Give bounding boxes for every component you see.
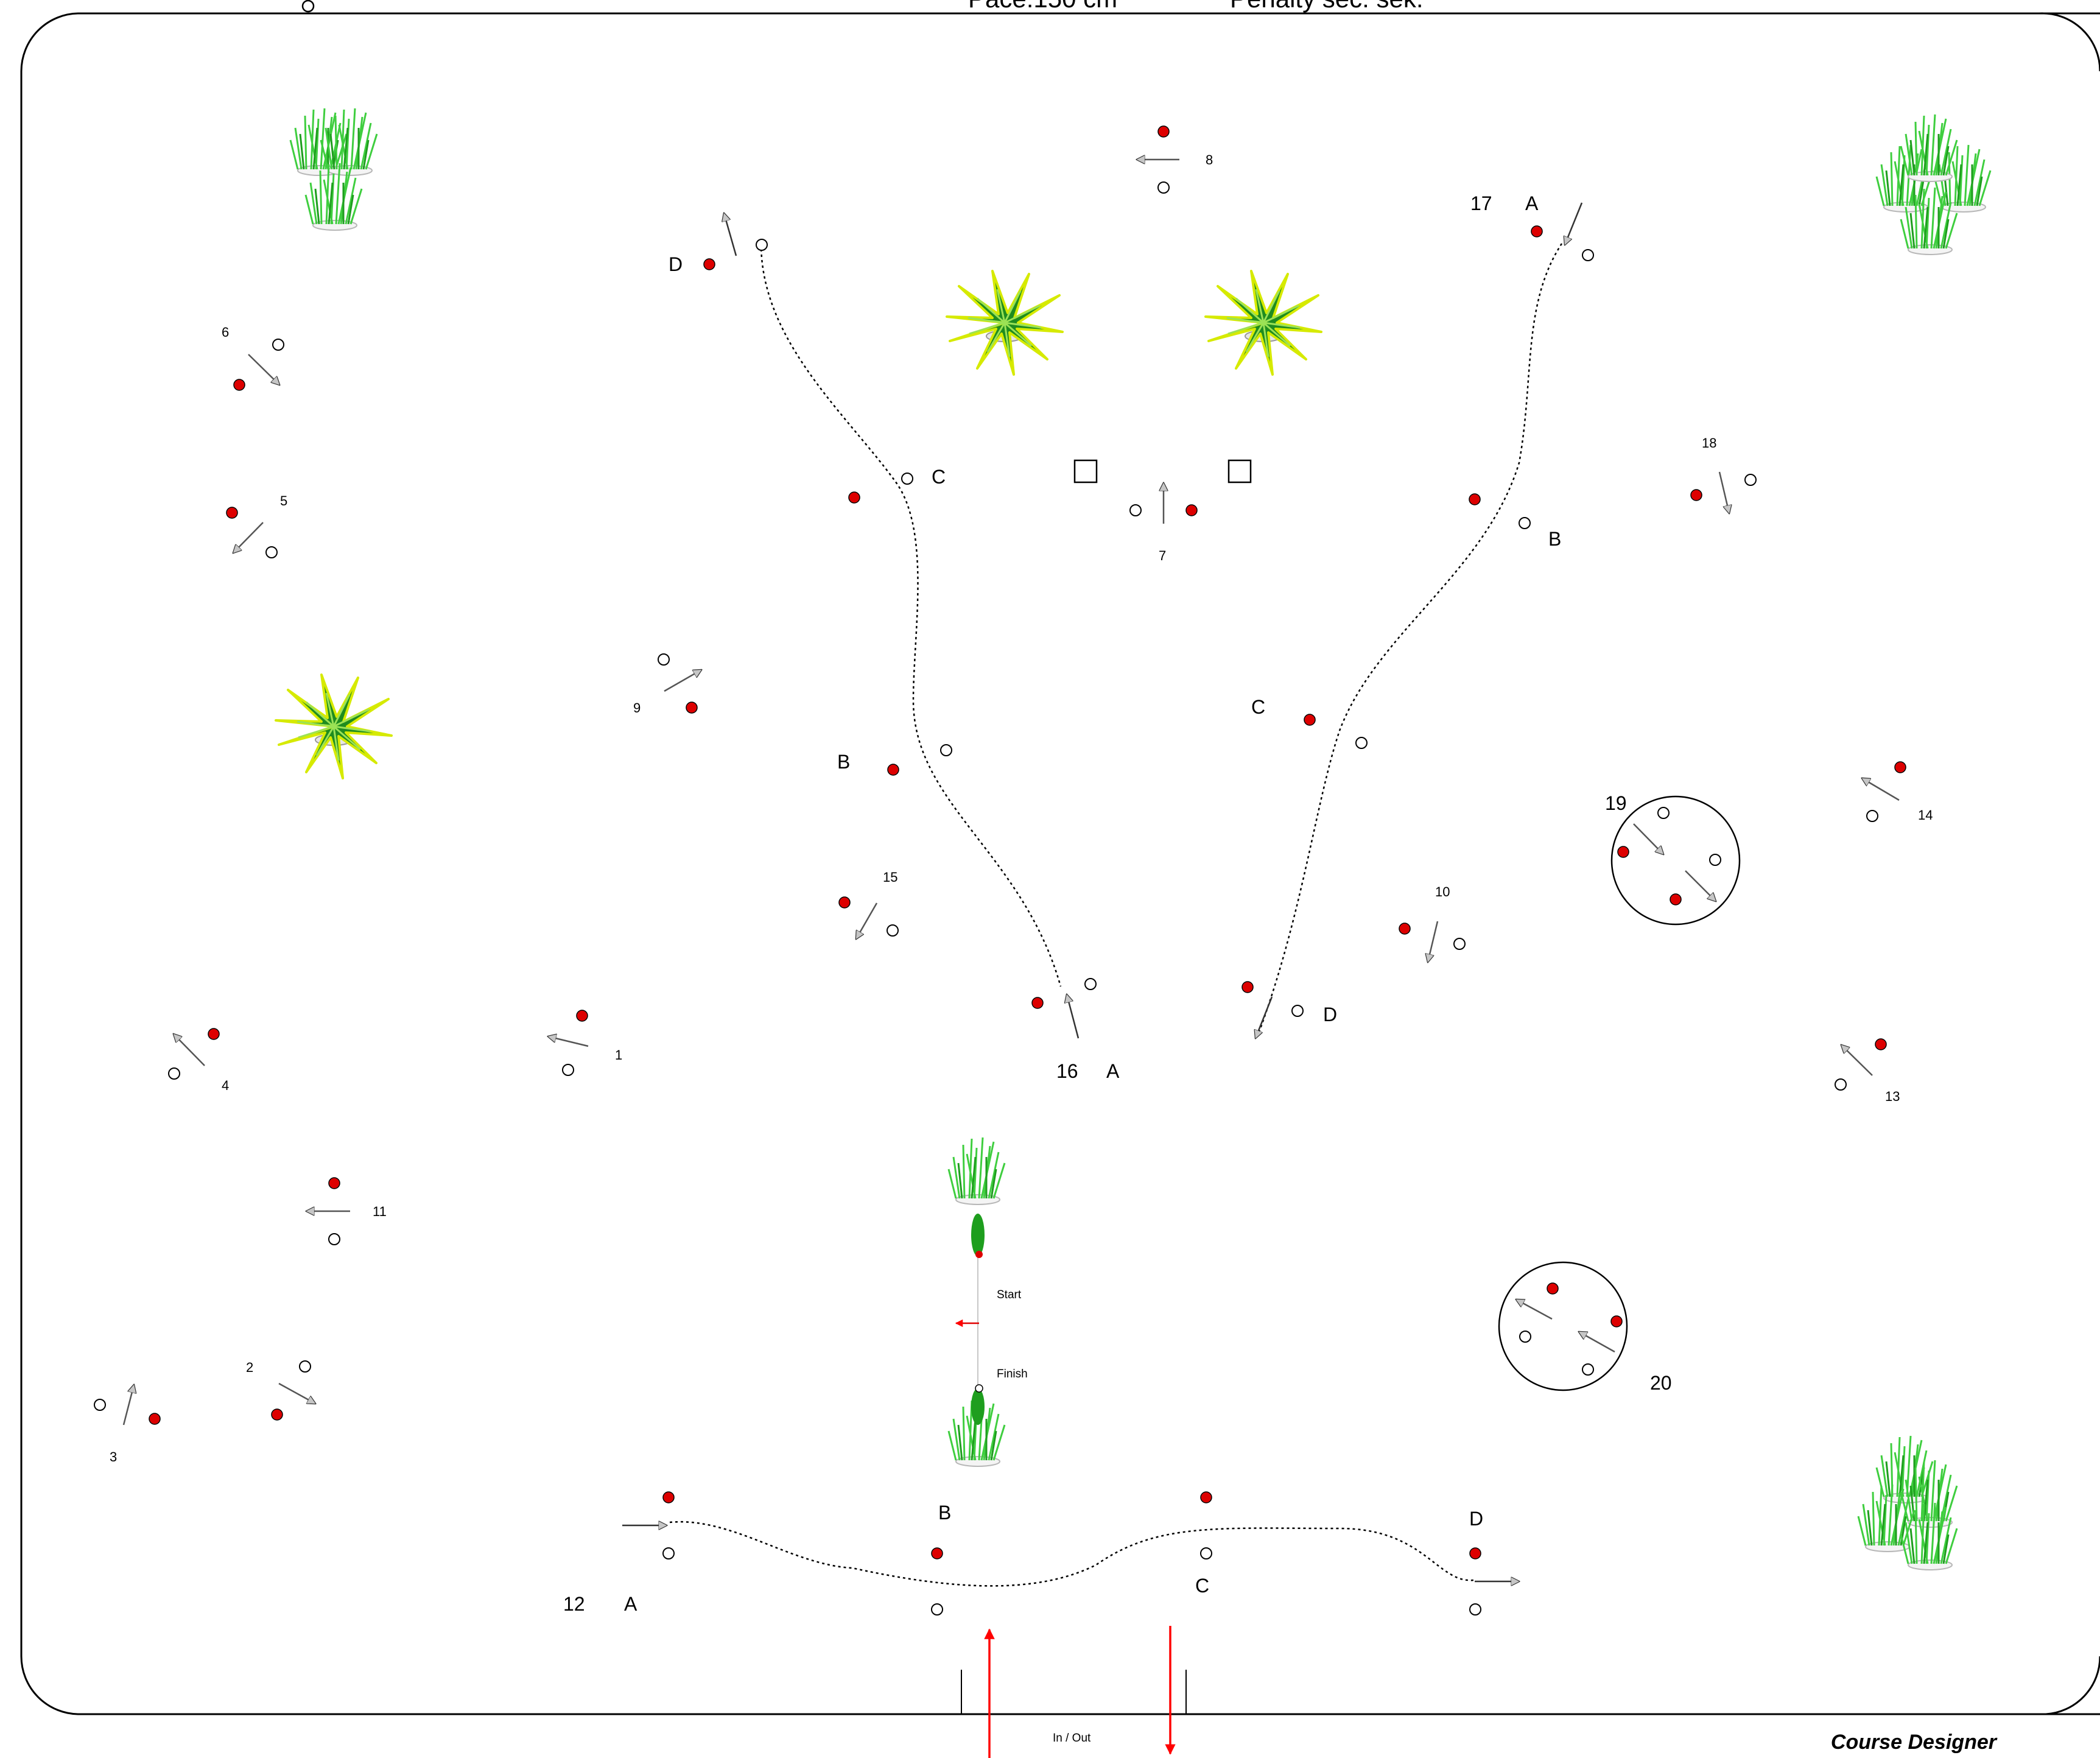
fence-number: 8: [1206, 152, 1213, 167]
square-marker: [1075, 460, 1097, 482]
fence-number: 19: [1605, 792, 1627, 814]
fence-12[interactable]: 12 A B C D: [563, 1492, 1519, 1615]
gate-letter-c: C: [1195, 1575, 1209, 1597]
fence-2[interactable]: 2: [246, 1360, 315, 1420]
fence-number: 10: [1435, 884, 1450, 899]
fence-number: 2: [246, 1360, 253, 1375]
fence-20[interactable]: 20: [1516, 1283, 1672, 1394]
gate-letter-a: A: [624, 1593, 637, 1615]
fence-number: 1: [615, 1047, 622, 1063]
fence-19[interactable]: 19: [1605, 792, 1721, 905]
brand-label: Course Designer: [1831, 1731, 1996, 1754]
fence-6[interactable]: 6: [222, 325, 284, 390]
finish-label: Finish: [997, 1368, 1028, 1380]
gate-letter-d: D: [1469, 1508, 1483, 1530]
fence-5[interactable]: 5: [227, 493, 287, 558]
fence-number: 18: [1702, 435, 1716, 451]
star-plant-icon: [947, 271, 1062, 374]
fence-4[interactable]: 4: [169, 1028, 229, 1093]
fence-number: 13: [1885, 1089, 1900, 1104]
gate-letter-b: B: [1548, 528, 1561, 550]
fence-13[interactable]: 13: [1835, 1039, 1900, 1104]
grass-plant-icon: [1877, 114, 1990, 255]
gate-letter-d: D: [1323, 1004, 1337, 1025]
gate-letter-b: B: [837, 751, 850, 773]
arena-border-right-corner: [2039, 13, 2100, 1714]
fence-number: 15: [883, 870, 897, 885]
track-path: [670, 1522, 1473, 1586]
gate-letter-a: A: [1106, 1060, 1120, 1082]
gate-letter-a: A: [1525, 192, 1539, 214]
fence-number: 9: [633, 700, 641, 716]
penalty-label: Penalty sec: sek.: [1230, 0, 1423, 13]
gate-letter-c: C: [932, 466, 946, 488]
star-plant-icon: [1206, 271, 1321, 374]
grass-plant-icon: [949, 1137, 1005, 1204]
gate-letter-d: D: [669, 253, 683, 275]
fence-number: 5: [280, 493, 287, 508]
fence-11[interactable]: 11: [306, 1178, 387, 1245]
square-marker: [1229, 460, 1251, 482]
fence-8[interactable]: 8: [1137, 126, 1213, 193]
grass-plant-icon: [1858, 1436, 1957, 1570]
fence-number: 4: [222, 1078, 229, 1093]
top-marker: [303, 1, 314, 12]
fence-16[interactable]: 16 A B C D: [669, 213, 1120, 1082]
fence-18[interactable]: 18: [1691, 435, 1756, 513]
start-label: Start: [997, 1289, 1022, 1301]
fence-9[interactable]: 9: [633, 654, 701, 716]
red-flag-icon: [971, 1214, 985, 1256]
start-finish-line[interactable]: Start Finish: [956, 1214, 1028, 1425]
fence-number: 14: [1918, 807, 1933, 823]
gate-letter-b: B: [938, 1502, 951, 1524]
fence-10[interactable]: 10: [1399, 884, 1465, 962]
track-path: [761, 244, 1061, 986]
fence-number: 16: [1056, 1060, 1078, 1082]
fence-14[interactable]: 14: [1862, 762, 1933, 823]
track-path: [1258, 244, 1562, 1035]
entrance[interactable]: In / Out: [961, 1626, 1186, 1758]
pace-label: Pace:150 cm: [968, 0, 1117, 13]
fence-7[interactable]: 7: [1130, 483, 1197, 563]
red-flag-icon: [971, 1388, 985, 1425]
fence-3[interactable]: 3: [94, 1385, 160, 1464]
fence-20-circle: [1499, 1262, 1627, 1390]
fence-number: 12: [563, 1593, 585, 1615]
fence-number: 3: [110, 1449, 117, 1464]
fence-number: 20: [1650, 1372, 1672, 1394]
fence-number: 7: [1159, 548, 1166, 563]
fence-number: 11: [373, 1204, 387, 1219]
in-out-label: In / Out: [1053, 1732, 1091, 1745]
red-flag-icon: [975, 1251, 983, 1258]
white-flag-icon: [975, 1385, 983, 1392]
grass-plant-icon: [290, 108, 377, 230]
arena-border: [21, 13, 2100, 1714]
fence-1[interactable]: 1: [548, 1010, 622, 1075]
gate-letter-c: C: [1251, 696, 1265, 718]
fence-number: 17: [1470, 192, 1492, 214]
fence-number: 6: [222, 325, 229, 340]
fence-15[interactable]: 15: [839, 870, 898, 939]
star-plant-icon: [276, 675, 392, 778]
